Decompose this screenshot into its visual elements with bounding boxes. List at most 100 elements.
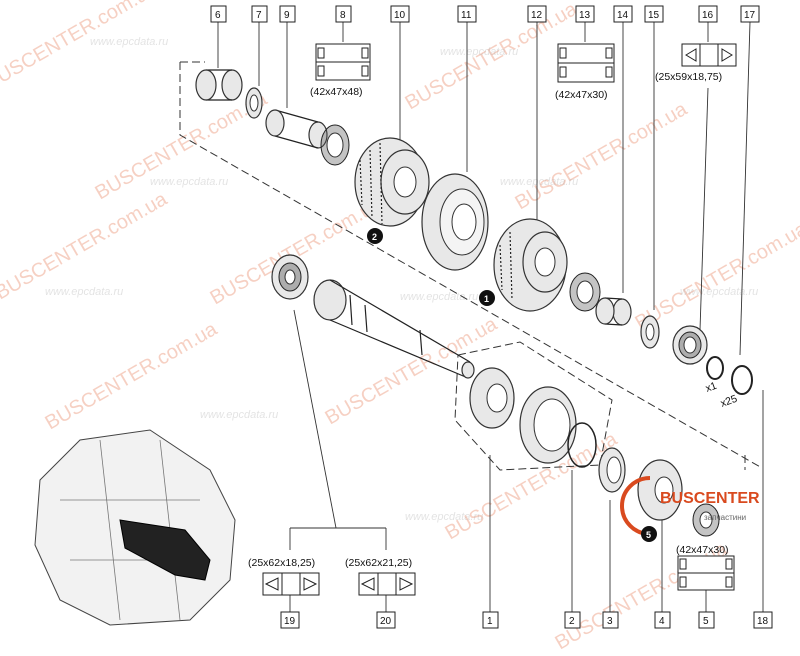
svg-text:9: 9	[284, 10, 290, 21]
svg-text:7: 7	[256, 10, 262, 21]
svg-text:11: 11	[461, 10, 472, 21]
dimension-label-5: (42x47x30)	[676, 544, 729, 556]
logo-subtitle: запчастини	[704, 513, 746, 522]
part-synchro-11	[421, 173, 489, 271]
watermark-epcdata: www.epcdata.ru	[200, 409, 278, 421]
watermark-buscenter-url: BUSCENTER.com.ua	[512, 98, 692, 215]
callout-17: 17	[740, 5, 760, 23]
callout-4: 4	[654, 611, 671, 629]
watermark-epcdata: www.epcdata.ru	[680, 286, 758, 298]
svg-text:16: 16	[702, 10, 714, 21]
callout-13: 13	[575, 5, 595, 23]
callout-9: 9	[279, 5, 296, 23]
quantity-label-17: x1	[704, 380, 719, 395]
part-needle-bearing-13	[569, 272, 601, 312]
watermark-epcdata: www.epcdata.ru	[405, 511, 483, 523]
callout-18: 18	[753, 611, 773, 629]
callout-20: 20	[376, 611, 396, 629]
watermark-epcdata: www.epcdata.ru	[400, 291, 478, 303]
watermark-epcdata: www.epcdata.ru	[45, 286, 123, 298]
part-washer-15	[640, 315, 660, 349]
buscenter-logo: BUSCENTER запчастини	[620, 476, 760, 536]
leader-lines	[217, 21, 764, 612]
svg-text:14: 14	[617, 10, 629, 21]
svg-text:20: 20	[380, 616, 392, 627]
marker-badge-2: 2	[367, 228, 383, 244]
callout-12: 12	[527, 5, 547, 23]
svg-text:6: 6	[215, 10, 221, 21]
watermark-epcdata: www.epcdata.ru	[500, 176, 578, 188]
logo-name: BUSCENTER	[660, 490, 760, 507]
part-circlip-2	[567, 422, 597, 468]
part-spacer-9	[265, 109, 328, 149]
dimension-label-19: (25x62x18,25)	[248, 557, 315, 569]
part-sleeve-6	[195, 69, 243, 101]
part-gear-4	[637, 459, 683, 521]
part-synchro-ring	[519, 386, 577, 464]
part-gear-12	[493, 218, 568, 312]
part-gear-10	[354, 137, 430, 227]
callout-5: 5	[698, 611, 715, 629]
callout-14: 14	[613, 5, 633, 23]
watermark-buscenter-url: BUSCENTER.com.ua	[42, 318, 222, 435]
svg-text:4: 4	[659, 616, 665, 627]
dimension-label-16: (25x59x18,75)	[655, 71, 722, 83]
part-synchro-hub-1	[469, 367, 515, 429]
part-cone-ring-3	[598, 447, 626, 493]
svg-text:15: 15	[648, 10, 660, 21]
callout-7: 7	[251, 5, 268, 23]
part-needle-bearing-8	[320, 124, 350, 166]
dimension-label-13: (42x47x30)	[555, 89, 608, 101]
svg-text:1: 1	[487, 616, 493, 627]
callout-1: 1	[482, 611, 499, 629]
callout-19: 19	[280, 611, 300, 629]
part-washer-7	[245, 87, 263, 119]
callout-3: 3	[602, 611, 619, 629]
watermark-epcdata: www.epcdata.ru	[150, 176, 228, 188]
svg-text:3: 3	[607, 616, 613, 627]
watermark-buscenter-url: BUSCENTER.com.ua	[632, 218, 800, 335]
svg-text:5: 5	[703, 616, 709, 627]
assembly-outline	[179, 61, 763, 471]
marker-text: 5	[646, 530, 651, 540]
dimension-label-20: (25x62x21,25)	[345, 557, 412, 569]
bearing-tag-16	[681, 43, 737, 67]
callout-2: 2	[564, 611, 581, 629]
part-shim-18	[731, 365, 753, 395]
svg-text:2: 2	[569, 616, 575, 627]
callout-15: 15	[644, 5, 664, 23]
bearing-tag-19	[262, 572, 320, 596]
part-needle-bearing-5	[692, 503, 720, 537]
svg-text:17: 17	[744, 10, 756, 21]
svg-text:13: 13	[579, 10, 591, 21]
part-shaft-bearing-19	[271, 254, 309, 300]
part-sleeve-14	[595, 297, 632, 326]
callout-11: 11	[457, 5, 477, 23]
part-output-shaft	[313, 279, 475, 379]
part-ball-bearing-16	[672, 325, 708, 365]
bearing-tag-20	[358, 572, 416, 596]
callout-8: 8	[335, 5, 352, 23]
svg-text:19: 19	[284, 616, 296, 627]
bearing-tag-13	[557, 43, 615, 83]
gearbox-housing-thumbnail	[34, 429, 236, 626]
watermark-epcdata: www.epcdata.ru	[440, 46, 518, 58]
callout-6: 6	[210, 5, 227, 23]
marker-text: 2	[372, 232, 377, 242]
marker-badge-5: 5	[641, 526, 657, 542]
callout-16: 16	[698, 5, 718, 23]
svg-text:8: 8	[340, 10, 346, 21]
svg-text:12: 12	[531, 10, 543, 21]
bearing-tag-5	[677, 555, 735, 591]
svg-text:18: 18	[757, 616, 769, 627]
bearing-tag-8	[315, 43, 371, 81]
marker-badge-1: 1	[479, 290, 495, 306]
part-circlip-17	[706, 356, 724, 380]
watermark-epcdata: www.epcdata.ru	[90, 36, 168, 48]
svg-text:10: 10	[394, 10, 406, 21]
quantity-label-18: x25	[719, 393, 739, 410]
callout-10: 10	[390, 5, 410, 23]
marker-text: 1	[484, 294, 489, 304]
dimension-label-8: (42x47x48)	[310, 86, 363, 98]
